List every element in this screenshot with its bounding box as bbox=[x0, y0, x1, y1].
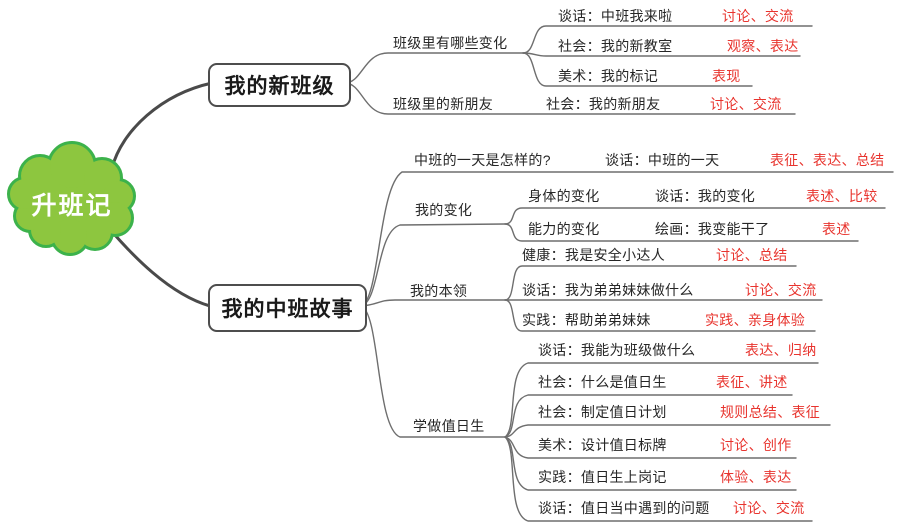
methods-label[interactable]: 表征、表达、总结 bbox=[770, 152, 885, 168]
activity-label[interactable]: 谈话：值日当中遇到的问题 bbox=[538, 500, 710, 516]
methods-label[interactable]: 表述、比较 bbox=[806, 188, 878, 204]
activity-label[interactable]: 社会：制定值日计划 bbox=[538, 404, 667, 420]
activity-label[interactable]: 美术：设计值日标牌 bbox=[538, 437, 667, 453]
node-label-day-in-middle-class[interactable]: 中班的一天是怎样的? bbox=[414, 152, 551, 168]
activity-label[interactable]: 谈话：中班我来啦 bbox=[558, 8, 673, 24]
activity-label[interactable]: 健康：我是安全小达人 bbox=[522, 247, 665, 263]
root-cloud-shape[interactable] bbox=[0, 140, 150, 265]
methods-label[interactable]: 观察、表达 bbox=[727, 38, 799, 54]
branch-line bbox=[360, 299, 506, 307]
branch-line bbox=[522, 52, 753, 87]
activity-label[interactable]: 实践：值日生上岗记 bbox=[538, 469, 667, 485]
methods-label[interactable]: 讨论、创作 bbox=[720, 437, 792, 453]
methods-label[interactable]: 表征、讲述 bbox=[716, 374, 788, 390]
activity-label[interactable]: 实践：帮助弟弟妹妹 bbox=[522, 312, 651, 328]
node-label-body-changes[interactable]: 身体的变化 bbox=[528, 188, 600, 204]
node-label-new-friends[interactable]: 班级里的新朋友 bbox=[393, 96, 494, 112]
activity-label[interactable]: 绘画：我变能干了 bbox=[655, 221, 770, 237]
node-label-duty-student[interactable]: 学做值日生 bbox=[413, 418, 485, 434]
branch-line bbox=[504, 265, 797, 301]
branch-line bbox=[504, 299, 816, 332]
methods-label[interactable]: 讨论、交流 bbox=[722, 8, 794, 24]
branch-line bbox=[504, 223, 859, 242]
branch-box-new-class[interactable]: 我的新班级 bbox=[208, 63, 351, 107]
branch-line bbox=[344, 52, 524, 84]
methods-label[interactable]: 讨论、交流 bbox=[745, 282, 817, 298]
node-label-my-skills[interactable]: 我的本领 bbox=[410, 283, 468, 299]
activity-label[interactable]: 谈话：我的变化 bbox=[655, 188, 756, 204]
trunk-line-story bbox=[112, 232, 212, 308]
branch-line bbox=[504, 436, 813, 522]
branch-line bbox=[504, 436, 797, 491]
branch-line bbox=[504, 362, 819, 438]
node-label-class-changes[interactable]: 班级里有哪些变化 bbox=[393, 35, 508, 51]
activity-label[interactable]: 美术：我的标记 bbox=[558, 68, 659, 84]
branch-line bbox=[522, 25, 813, 54]
node-label-my-changes[interactable]: 我的变化 bbox=[415, 202, 473, 218]
root-node-label[interactable]: 升班记 bbox=[31, 192, 113, 220]
methods-label[interactable]: 表现 bbox=[712, 68, 741, 84]
cloud-fill bbox=[10, 144, 133, 253]
methods-label[interactable]: 表达、归纳 bbox=[745, 342, 817, 358]
methods-label[interactable]: 规则总结、表征 bbox=[720, 404, 821, 420]
methods-label[interactable]: 讨论、交流 bbox=[733, 500, 805, 516]
branch-line bbox=[504, 394, 793, 438]
methods-label[interactable]: 实践、亲身体验 bbox=[705, 312, 806, 328]
branch-line bbox=[504, 207, 886, 225]
activity-label[interactable]: 谈话：中班的一天 bbox=[605, 152, 720, 168]
activity-label[interactable]: 谈话：我能为班级做什么 bbox=[538, 342, 696, 358]
branch-line bbox=[360, 171, 894, 307]
branch-line bbox=[360, 305, 506, 438]
trunk-line-new-class bbox=[110, 81, 214, 170]
methods-label[interactable]: 体验、表达 bbox=[720, 469, 792, 485]
methods-label[interactable]: 表述 bbox=[822, 221, 851, 237]
branch-line bbox=[504, 436, 797, 459]
branch-box-middle-class-story[interactable]: 我的中班故事 bbox=[208, 284, 367, 332]
methods-label[interactable]: 讨论、总结 bbox=[716, 247, 788, 263]
activity-label[interactable]: 社会：我的新教室 bbox=[558, 38, 673, 54]
branch-line bbox=[504, 424, 831, 438]
activity-label[interactable]: 谈话：我为弟弟妹妹做什么 bbox=[522, 282, 694, 298]
activity-label[interactable]: 社会：什么是值日生 bbox=[538, 374, 667, 390]
activity-label[interactable]: 社会：我的新朋友 bbox=[546, 96, 661, 112]
node-label-ability-changes[interactable]: 能力的变化 bbox=[528, 221, 600, 237]
methods-label[interactable]: 讨论、交流 bbox=[710, 96, 782, 112]
